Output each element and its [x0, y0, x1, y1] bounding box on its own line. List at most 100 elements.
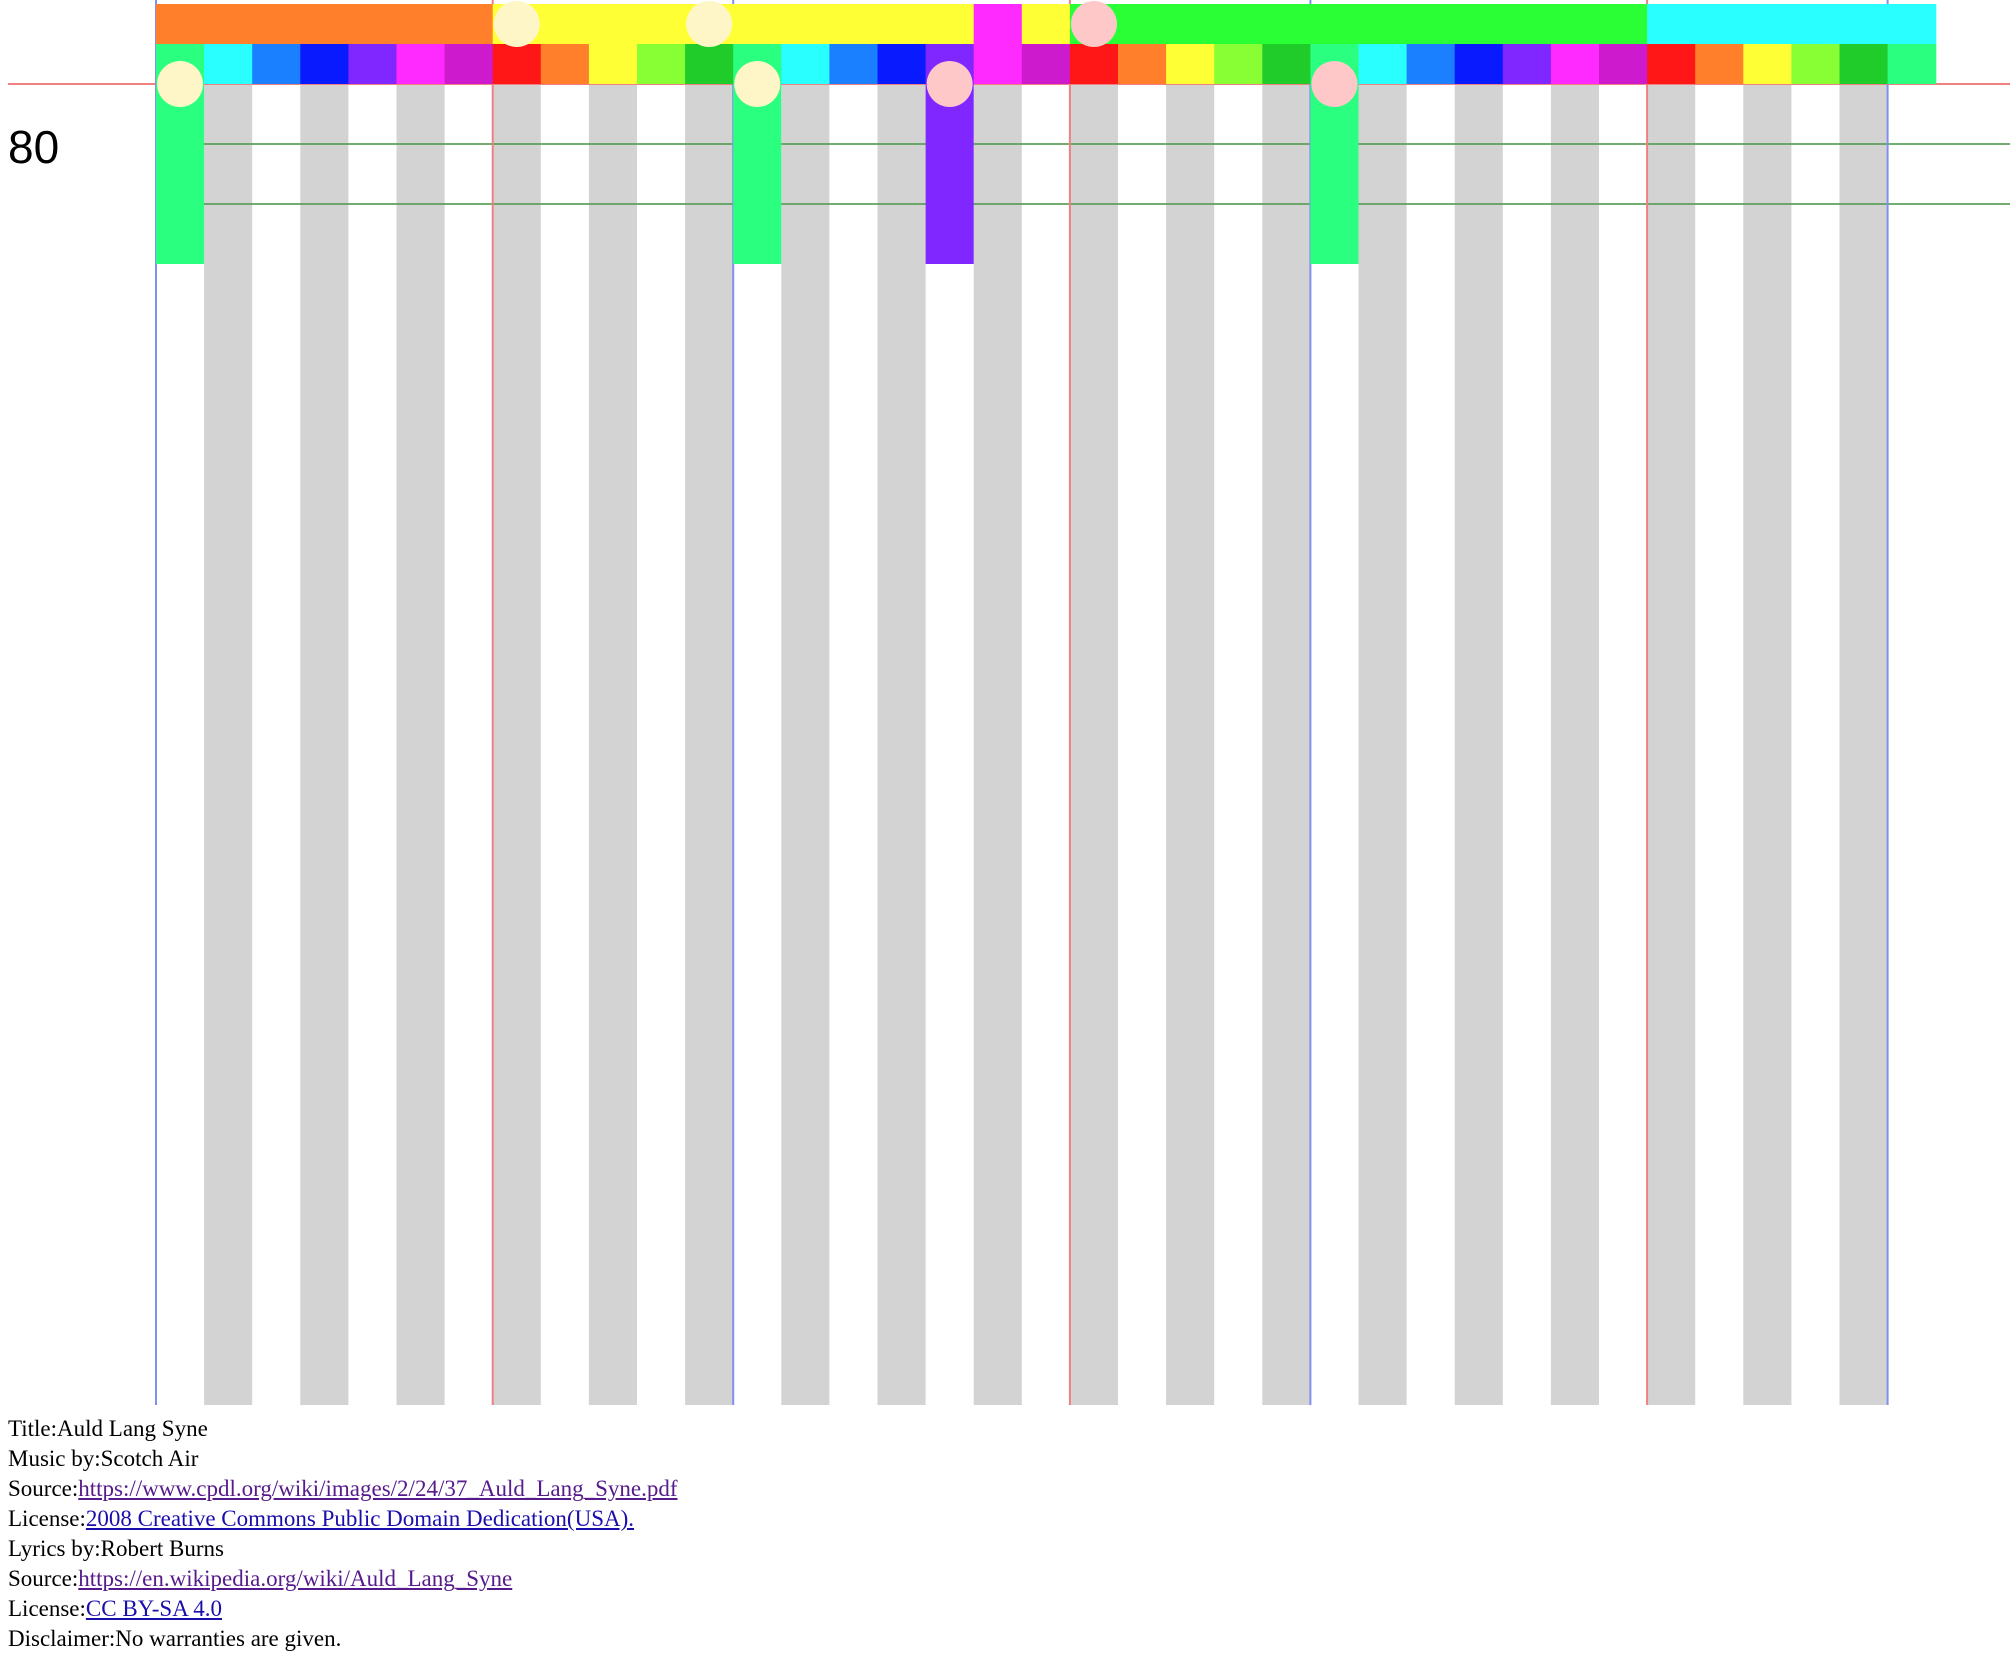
beat-stripe — [1839, 84, 1888, 1405]
pitch-strip-cell — [637, 44, 686, 84]
beat-stripe — [1647, 84, 1696, 1405]
pitch-strip-cell — [1262, 44, 1311, 84]
note-block — [156, 84, 205, 264]
disclaimer-label: Disclaimer: — [8, 1626, 116, 1651]
beat-stripe — [781, 84, 830, 1405]
chord-segment — [1021, 4, 1071, 44]
beat-marker — [1311, 61, 1358, 107]
pitch-strip-cell — [1839, 44, 1889, 84]
pitch-strip-cell — [1358, 44, 1408, 84]
disclaimer-row: Disclaimer:No warranties are given. — [8, 1624, 678, 1654]
beat-marker — [1070, 1, 1117, 47]
pitch-strip-cell — [1647, 44, 1696, 84]
piano-roll-grid[interactable]: 80 — [0, 0, 2010, 1420]
beat-stripe — [396, 84, 445, 1405]
beat-stripe — [1454, 84, 1503, 1405]
beat-stripe — [1069, 84, 1118, 1405]
pitch-strip-cell — [540, 44, 590, 84]
pitch-strip-cell — [300, 44, 349, 84]
title-label: Title: — [8, 1416, 58, 1441]
pitch-strip-cell — [1502, 44, 1552, 84]
pitch-strip-cell — [1166, 44, 1215, 84]
beat-stripe — [492, 84, 541, 1405]
music-row: Music by:Scotch Air — [8, 1444, 678, 1474]
pitch-color-strip — [156, 44, 1937, 84]
pitch-strip-cell — [444, 44, 494, 84]
pitch-strip-cell — [1069, 44, 1119, 84]
lyrics-license-label: License: — [8, 1596, 86, 1621]
lyrics-label: Lyrics by: — [8, 1536, 101, 1561]
beat-marker — [157, 61, 204, 107]
chord-segment — [1647, 4, 1937, 44]
chord-segment — [973, 4, 1023, 44]
beat-stripe — [1550, 84, 1599, 1405]
chord-bar — [156, 4, 1937, 44]
disclaimer-text: No warranties are given. — [115, 1626, 342, 1651]
pitch-strip-cell — [1214, 44, 1263, 84]
lyricist: Robert Burns — [100, 1536, 224, 1561]
lyrics-source-label: Source: — [8, 1566, 79, 1591]
pitch-strip-cell — [1454, 44, 1504, 84]
music-license-label: License: — [8, 1506, 86, 1531]
pitch-strip-cell — [1550, 44, 1600, 84]
beat-stripe — [300, 84, 349, 1405]
pitch-strip-cell — [396, 44, 446, 84]
beat-stripe — [1358, 84, 1407, 1405]
beat-stripes — [204, 84, 1888, 1405]
pitch-strip-cell — [1118, 44, 1167, 84]
pitch-strip-cell — [204, 44, 253, 84]
lyrics-license-row: License:CC BY-SA 4.0 — [8, 1594, 678, 1624]
song-title: Auld Lang Syne — [57, 1416, 208, 1441]
pitch-strip-cell — [781, 44, 830, 84]
music-label: Music by: — [8, 1446, 101, 1471]
lyrics-row: Lyrics by:Robert Burns — [8, 1534, 678, 1564]
pitch-strip-cell — [877, 44, 927, 84]
lyrics-source-row: Source:https://en.wikipedia.org/wiki/Aul… — [8, 1564, 678, 1594]
beat-stripe — [204, 84, 253, 1405]
beat-marker — [734, 61, 781, 107]
pitch-strip-cell — [1406, 44, 1456, 84]
composer: Scotch Air — [100, 1446, 199, 1471]
pitch-strip-cell — [1887, 44, 1937, 84]
lyrics-license-link[interactable]: CC BY-SA 4.0 — [85, 1596, 223, 1621]
music-source-label: Source: — [8, 1476, 79, 1501]
pitch-strip-cell — [492, 44, 542, 84]
note-blocks — [156, 84, 1359, 264]
pitch-strip-cell — [973, 44, 1023, 84]
note-block — [925, 84, 974, 264]
chord-segment — [1069, 4, 1648, 44]
pitch-strip-cell — [1599, 44, 1648, 84]
chord-segment — [156, 4, 494, 44]
beat-markers — [157, 1, 1358, 107]
pitch-strip-cell — [1021, 44, 1071, 84]
chord-segment — [492, 4, 975, 44]
music-source-row: Source:https://www.cpdl.org/wiki/images/… — [8, 1474, 678, 1504]
note-block — [733, 84, 782, 264]
pitch-strip-cell — [588, 44, 638, 84]
pitch-strip-cell — [1695, 44, 1744, 84]
lyrics-source-link[interactable]: https://en.wikipedia.org/wiki/Auld_Lang_… — [78, 1566, 513, 1591]
beat-stripe — [1262, 84, 1311, 1405]
music-license-row: License:2008 Creative Commons Public Dom… — [8, 1504, 678, 1534]
beat-stripe — [685, 84, 734, 1405]
music-source-link[interactable]: https://www.cpdl.org/wiki/images/2/24/37… — [78, 1476, 678, 1501]
song-info: Title:Auld Lang Syne Music by:Scotch Air… — [8, 1414, 678, 1654]
beat-stripe — [1166, 84, 1215, 1405]
beat-stripe — [877, 84, 926, 1405]
pitch-strip-cell — [1791, 44, 1841, 84]
beat-stripe — [588, 84, 637, 1405]
beat-stripe — [973, 84, 1022, 1405]
beat-marker — [686, 1, 733, 47]
beat-marker — [926, 61, 973, 107]
pitch-strip-cell — [829, 44, 879, 84]
title-row: Title:Auld Lang Syne — [8, 1414, 678, 1444]
pitch-strip-cell — [348, 44, 398, 84]
tempo-label: 80 — [8, 121, 59, 173]
beat-marker — [493, 1, 540, 47]
pitch-strip-cell — [252, 44, 301, 84]
note-block — [1310, 84, 1359, 264]
beat-stripe — [1743, 84, 1792, 1405]
music-license-link[interactable]: 2008 Creative Commons Public Domain Dedi… — [85, 1506, 634, 1531]
pitch-strip-cell — [685, 44, 734, 84]
pitch-strip-cell — [1743, 44, 1792, 84]
